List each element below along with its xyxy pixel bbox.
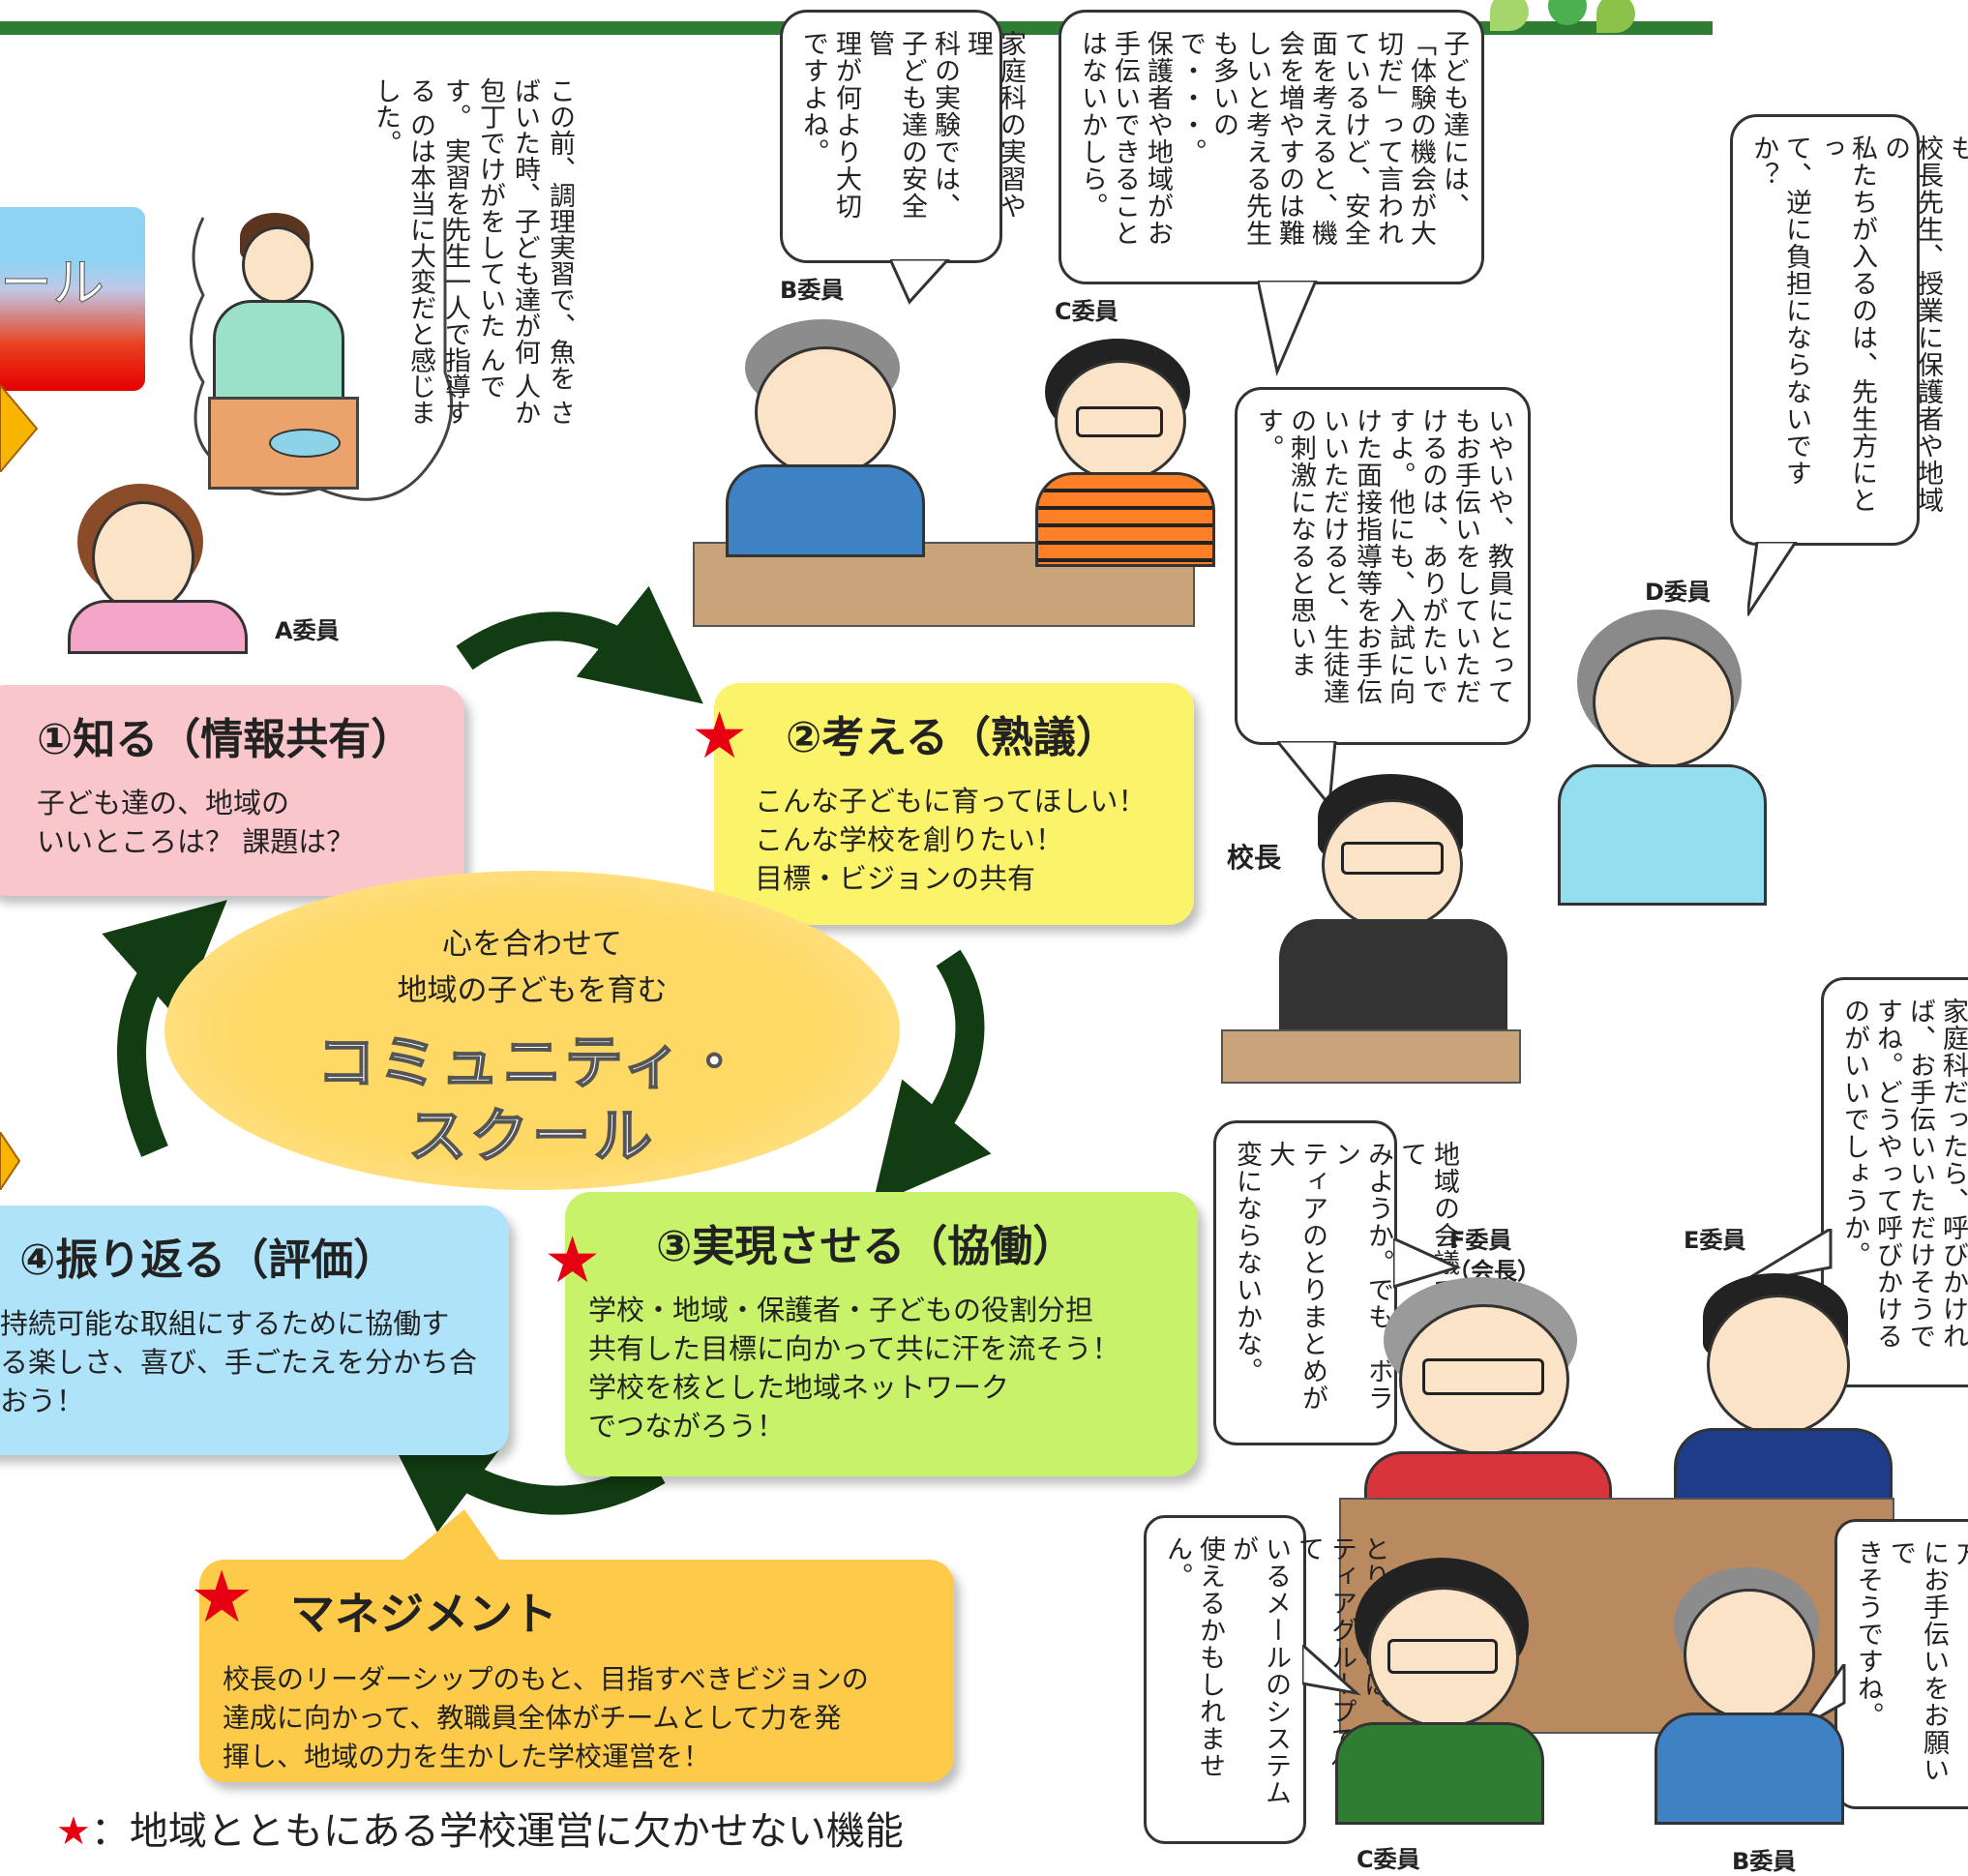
star-icon: ★: [544, 1223, 602, 1297]
arrow-right-fragment-icon: [0, 385, 39, 472]
speech-d-text: お手伝いできるといいわ。でも、 校長先生、授業に保護者や地域の 私たちが入るのは…: [1748, 134, 1968, 514]
center-line-1: 心を合わせて: [442, 927, 622, 962]
process-text-realize: 学校・地域・保護者・子どもの役割分担 共有した目標に向かって共に汗を流そう！ 学…: [588, 1294, 1120, 1443]
process-title-know: ①知る（情報共有）: [37, 715, 414, 764]
principal-figure: [1221, 774, 1511, 1084]
cs-sign-fragment: ール: [0, 207, 145, 391]
speech-c-text: 子ども達には、 「体験の機会が大 切だ」って言われ ているけど、安全 面を考える…: [1077, 30, 1469, 247]
arrow-right-fragment-icon: [0, 1132, 21, 1190]
label-committee-c: C委員: [1055, 298, 1118, 325]
center-title-2: スクール: [407, 1102, 656, 1172]
legend: ★：地域とともにある学校運営に欠かせない機能: [56, 1800, 904, 1856]
clover-leaf-icon: [1596, 0, 1635, 33]
legend-text: ：地域とともにある学校運営に欠かせない機能: [90, 1809, 904, 1854]
center-ellipse: 心を合わせて 地域の子どもを育む コミュニティ・ スクール: [164, 871, 900, 1190]
process-title-realize: ③実現させる（協働）: [656, 1222, 1076, 1271]
speech-bubble-c: 子ども達には、 「体験の機会が大 切だ」って言われ ているけど、安全 面を考える…: [1059, 10, 1484, 284]
bubble-tail: [1258, 281, 1318, 376]
bubble-tail: [1302, 1645, 1360, 1696]
speech-bubble-b: 家庭科の実習や理 科の実験では、 子ども達の安全管 理が何より大切 ですよね。: [780, 10, 1026, 263]
management-title: マネジメント: [290, 1588, 557, 1640]
label-committee-b2: B委員: [1732, 1848, 1797, 1875]
bubble-tail: [1393, 1238, 1461, 1289]
committee-a-figure: [68, 484, 252, 654]
bubble-tail: [890, 259, 951, 305]
label-principal: 校長: [1227, 842, 1282, 874]
committee-b2-figure: [1645, 1567, 1844, 1825]
label-committee-a: A委員: [275, 617, 340, 644]
star-icon: ★: [190, 1556, 254, 1639]
speech-f-text: 地域の会議で呼びかけて みようか。でも、ボラン ティアのとりまとめが大 変になら…: [1232, 1141, 1459, 1412]
process-box-know: ①知る（情報共有） 子ども達の、地域の いいところは？ 課題は？: [0, 685, 464, 896]
clover-leaf-icon: [1490, 0, 1529, 31]
process-box-think: ②考える（熟議） こんな子どもに育ってほしい！ こんな学校を創りたい！ 目標・ビ…: [714, 683, 1194, 925]
speech-bubble-d: お手伝いできるといいわ。でも、 校長先生、授業に保護者や地域の 私たちが入るのは…: [1730, 114, 1968, 546]
speech-a-text: この前、調理実習で、魚を さばいた時、子ども達が何 人か包丁でけがをしていた ん…: [371, 77, 575, 426]
cycle-arrows: [102, 585, 992, 1533]
management-text: 校長のリーダーシップのもと、目指すべきビジョンの 達成に向かって、教職員全体がチ…: [223, 1663, 869, 1772]
speech-c2-text: とりまとめは、ボラン ティアグループで使って いるメールのシステムが 使えるかも…: [1162, 1535, 1389, 1806]
label-committee-f: F委員: [1449, 1227, 1512, 1254]
center-line-2: 地域の子どもを育む: [397, 973, 668, 1008]
speech-b2-text: 面接指導も、地域の方 にお手伝いをお願いで きそうですね。: [1853, 1539, 1968, 1783]
process-title-review: ④振り返る（評価）: [19, 1236, 397, 1285]
process-box-realize: ③実現させる（協働） 学校・地域・保護者・子どもの役割分担 共有した目標に向かっ…: [565, 1192, 1198, 1476]
process-title-think: ②考える（熟議）: [786, 713, 1118, 762]
committee-b-figure: [716, 319, 929, 557]
center-title-1: コミュニティ・: [316, 1028, 748, 1098]
label-committee-b: B委員: [780, 277, 845, 304]
committee-d-figure: [1538, 610, 1771, 906]
star-icon: ★: [691, 699, 749, 773]
speech-bubble-c2: とりまとめは、ボラン ティアグループで使って いるメールのシステムが 使えるかも…: [1144, 1515, 1389, 1844]
process-box-review: ④振り返る（評価） 持続可能な取組にするために協働す る楽しさ、喜び、手ごたえを…: [0, 1206, 509, 1455]
label-committee-d: D委員: [1645, 579, 1711, 606]
cooking-teacher-figure: [203, 213, 348, 412]
process-text-know: 子ども達の、地域の いいところは？ 課題は？: [37, 787, 355, 858]
cutting-board-figure: [208, 397, 359, 490]
principal-desk: [1221, 1029, 1521, 1084]
speech-principal-text: いやいや、教員にとって もお手伝いをしていただ けるのは、ありがたいで すよ。他…: [1253, 407, 1513, 705]
speech-bubble-f: 地域の会議で呼びかけて みようか。でも、ボラン ティアのとりまとめが大 変になら…: [1213, 1120, 1459, 1445]
committee-c-figure: [1026, 339, 1215, 567]
speech-e-text: 家庭科だったら、呼びかけれ ば、お手伝いいただけそうで すね。どうやって呼びかけ…: [1839, 998, 1968, 1350]
label-committee-e: E委員: [1684, 1227, 1746, 1254]
process-text-think: こんな子どもに育ってほしい！ こんな学校を創りたい！ 目標・ビジョンの共有: [755, 785, 1147, 895]
management-box: マネジメント 校長のリーダーシップのもと、目指すべきビジョンの 達成に向かって、…: [199, 1560, 954, 1782]
management-pointer: [397, 1509, 503, 1565]
speech-bubble-principal: いやいや、教員にとって もお手伝いをしていただ けるのは、ありがたいで すよ。他…: [1235, 387, 1531, 745]
label-committee-c2: C委員: [1357, 1846, 1420, 1873]
cs-sign-text: ール: [0, 253, 105, 314]
process-text-review: 持続可能な取組にするために協働す る楽しさ、喜び、手ごたえを分かち合 おう！: [0, 1307, 478, 1417]
speech-bubble-b2: 面接指導も、地域の方 にお手伝いをお願いで きそうですね。: [1834, 1519, 1968, 1809]
bubble-tail: [1277, 741, 1337, 809]
committee-c2-figure: [1335, 1558, 1558, 1825]
speech-b-text: 家庭科の実習や理 科の実験では、 子ども達の安全管 理が何より大切 ですよね。: [798, 30, 1026, 220]
legend-star-icon: ★: [56, 1809, 91, 1854]
bubble-tail: [1747, 542, 1798, 616]
